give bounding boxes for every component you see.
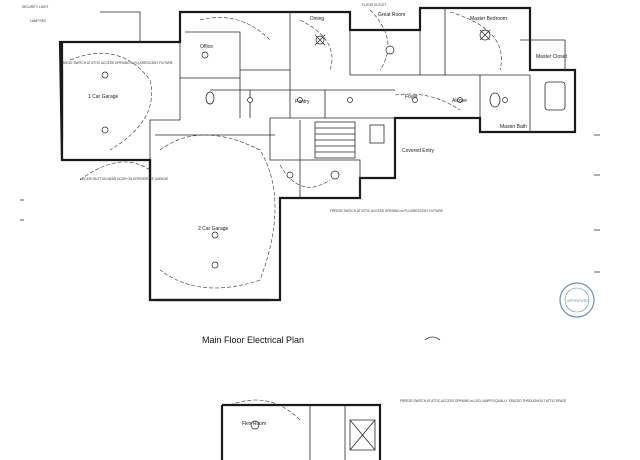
room-label-covered-entry: Covered Entry [402, 148, 434, 154]
room-label-master-bath: Master Bath [500, 124, 527, 130]
approval-stamp: APPROVED [559, 282, 595, 318]
room-label-pantry: Pantry [295, 99, 310, 105]
room-label-garage-1: 1 Car Garage [88, 94, 119, 100]
exterior-walls [58, 6, 577, 302]
edge-marks [20, 134, 600, 273]
note-freeze-switch-1: FREEZE SWITCH AT ATTIC ACCESS OPENING w/… [60, 61, 173, 65]
light-fixtures [101, 29, 508, 430]
note-lamp: LAMP REC [30, 19, 47, 23]
bath-fixtures [205, 81, 566, 144]
interior-walls [100, 8, 566, 198]
plan-title: Main Floor Electrical Plan [202, 335, 304, 345]
room-label-office: Office [200, 44, 213, 50]
wiring-arcs [69, 9, 502, 421]
room-label-alcove: Alcove [452, 98, 467, 104]
room-label-master-bedroom: Master Bedroom [470, 16, 507, 22]
room-label-foyer: Foyer [405, 94, 418, 100]
garage-doors [60, 70, 270, 302]
room-label-flex-room: Flex Room [242, 421, 266, 427]
north-arrow-icon [424, 336, 441, 341]
room-label-dining: Dining [310, 16, 324, 22]
note-opener: LOCATE BUTTON NEAR DOOR ON INTERIOR OF G… [80, 177, 168, 181]
upper-floor-plan: FREEZE SWITCH AT ATTIC ACCESS OPENING w/… [220, 399, 566, 460]
room-label-master-closet: Master Closet [536, 54, 567, 60]
note-security-light: SECURITY LIGHT [22, 5, 48, 9]
note-floor-outlet: FLOOR OUTLET [362, 3, 386, 7]
note-freeze-switch-3: FREEZE SWITCH AT ATTIC ACCESS OPENING w/… [400, 399, 566, 403]
room-label-garage-2: 2 Car Garage [198, 226, 229, 232]
plan-notes: SECURITY LIGHT FREEZE SWITCH AT ATTIC AC… [22, 3, 443, 213]
note-freeze-switch-2: FREEZE SWITCH AT ATTIC ACCESS OPENING w/… [330, 209, 443, 213]
room-labels: Office Dining Great Room Master Bedroom … [88, 12, 567, 427]
room-label-great-room: Great Room [378, 12, 405, 18]
stair [314, 121, 356, 159]
stamp-text: APPROVED [567, 298, 589, 303]
